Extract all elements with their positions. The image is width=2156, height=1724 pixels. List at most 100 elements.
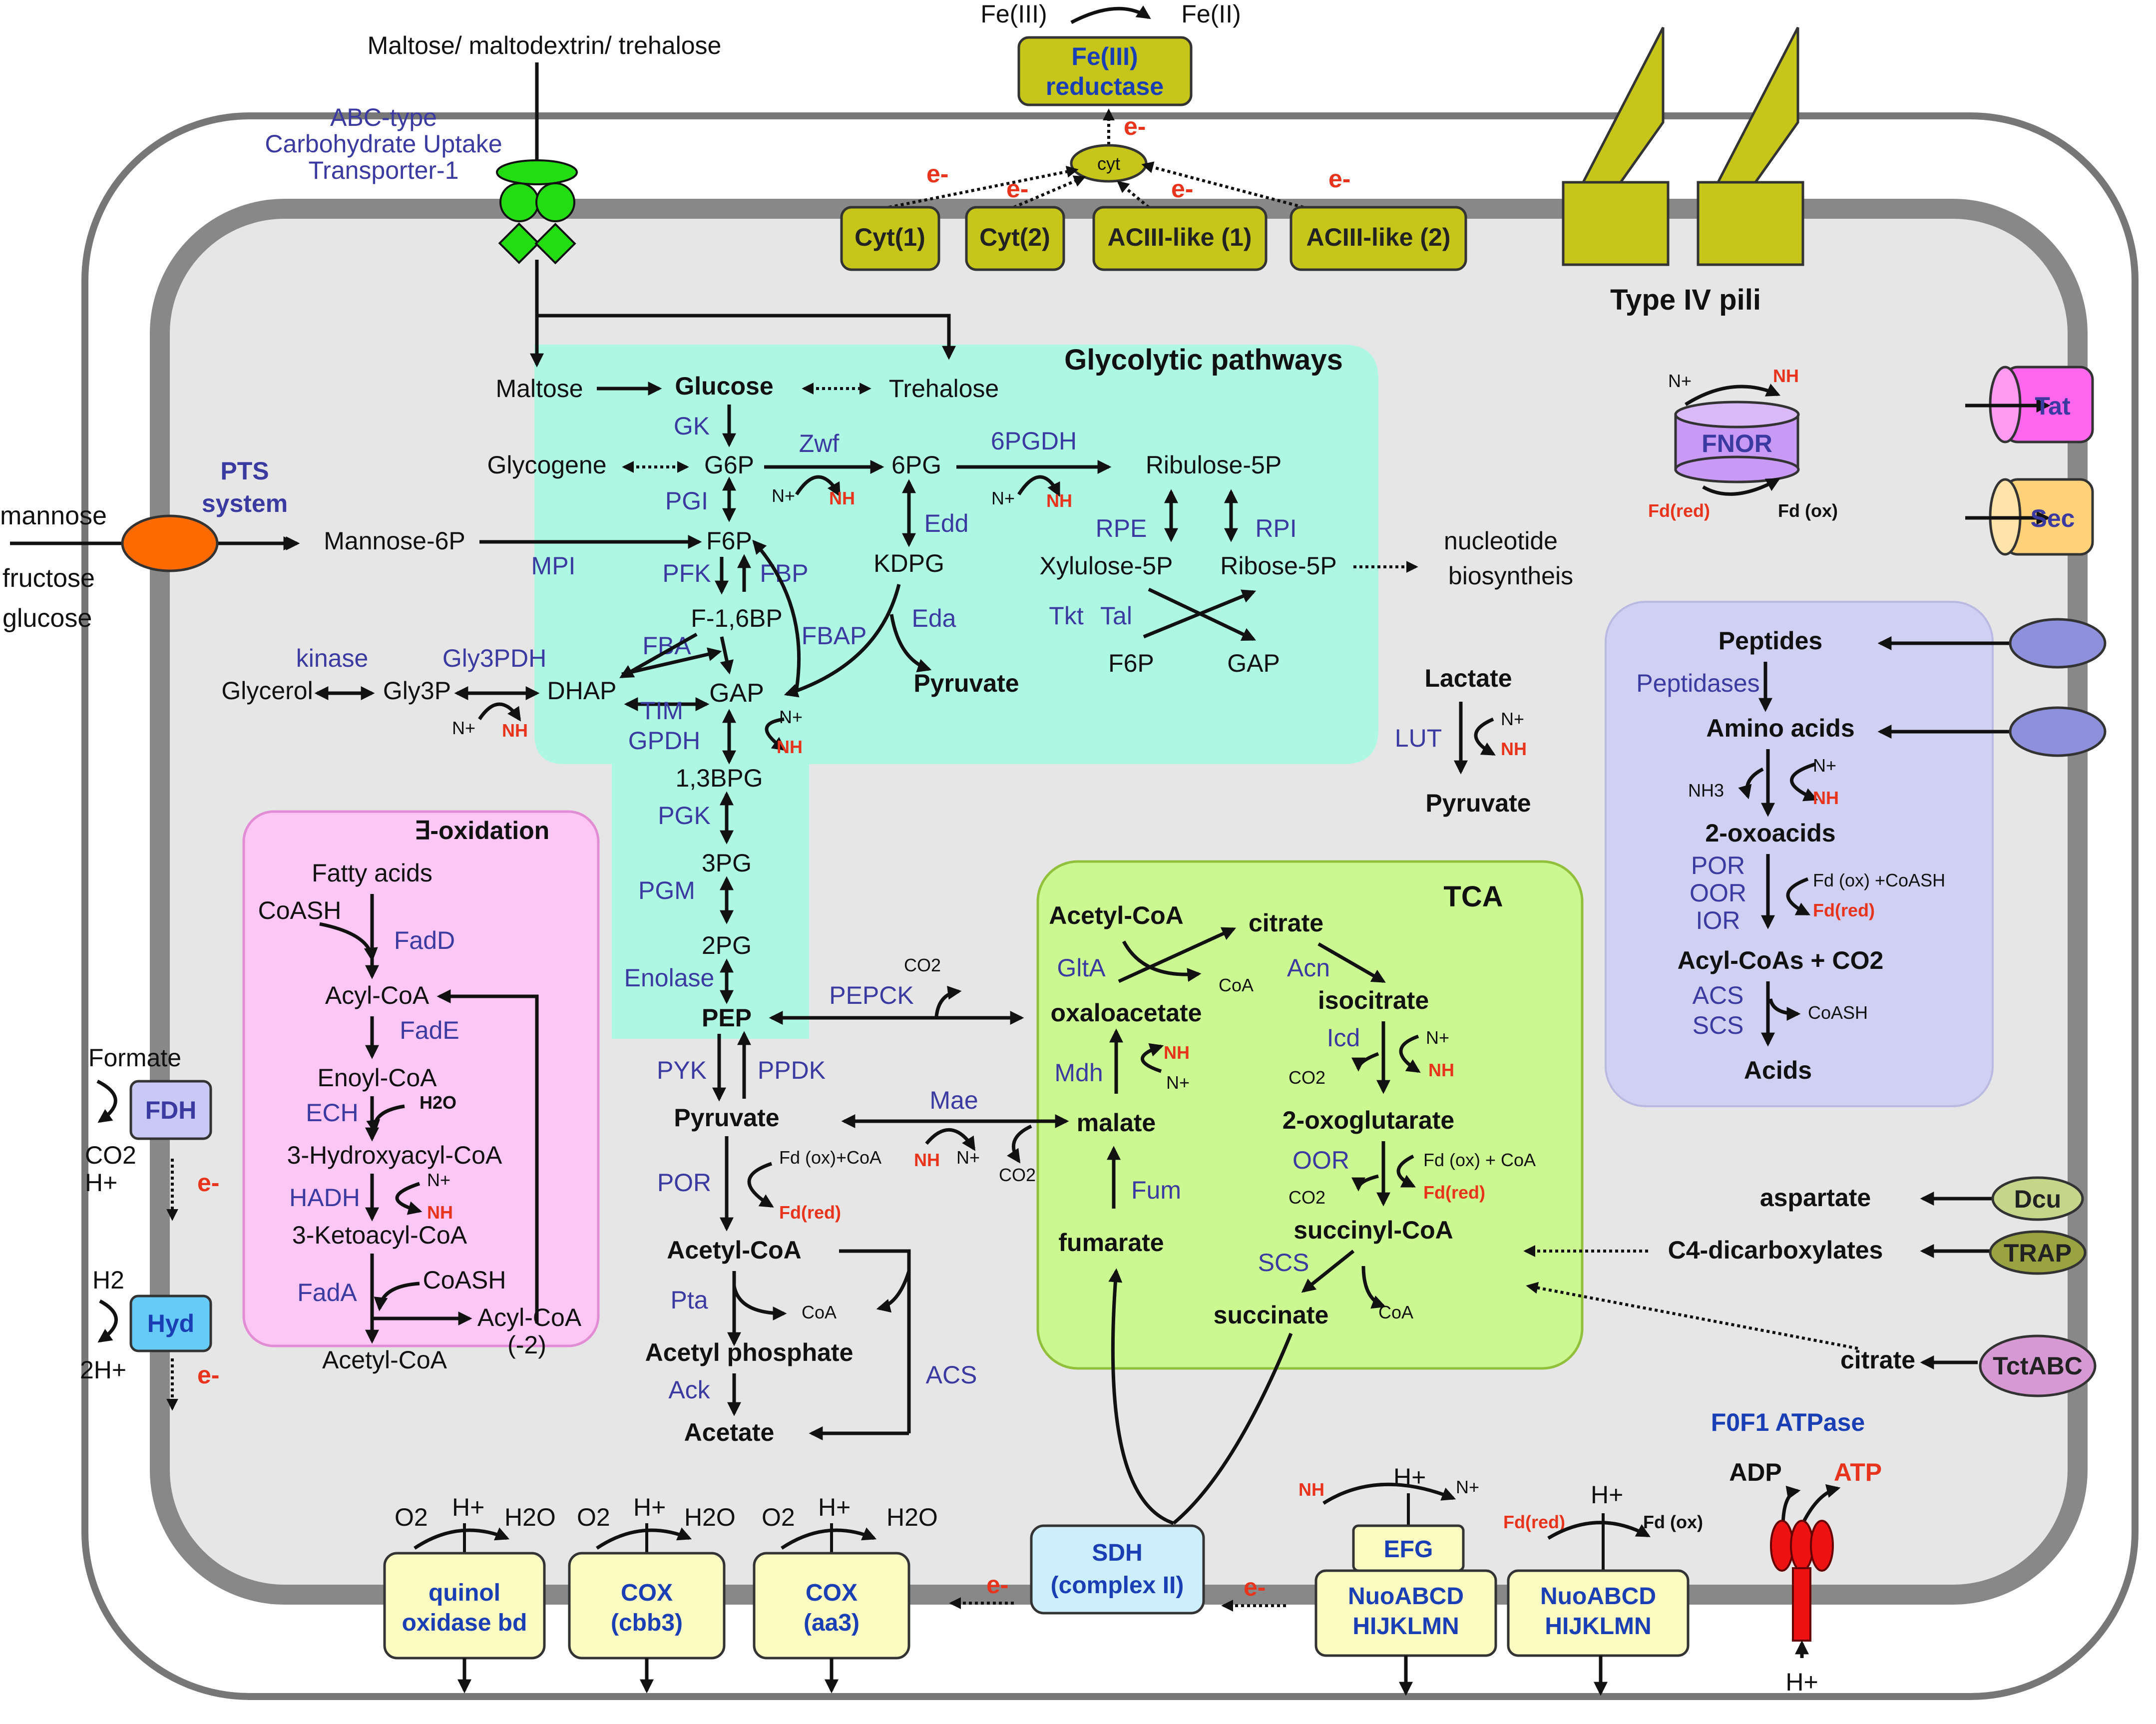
pgi: PGI — [665, 487, 708, 515]
hyd-box[interactable] — [129, 1294, 212, 1352]
pgm: PGM — [638, 876, 695, 904]
nh3-out — [1738, 767, 1764, 800]
fada: FadA — [297, 1279, 357, 1306]
trap-label: TRAP — [2004, 1239, 2072, 1267]
n-plus: N+ — [1426, 1027, 1449, 1048]
nuo-complex-2[interactable]: Fd(red) H+ Fd (ox) NuoABCD HIJKLMN — [1503, 1481, 1703, 1657]
icd: Icd — [1327, 1024, 1360, 1052]
quinol-oxidase[interactable]: O2 H+ H2O quinol oxidase bd — [383, 1493, 556, 1660]
abc-label-2: Carbohydrate Uptake — [265, 130, 502, 158]
gpdh-cofactor — [765, 717, 787, 751]
coash-beta: CoASH — [258, 896, 342, 924]
fd-red: Fd(red) — [779, 1202, 841, 1223]
n-plus: N+ — [1668, 371, 1692, 391]
abc-transporter[interactable] — [496, 159, 578, 265]
nh: NH — [914, 1150, 940, 1170]
ribose: Ribose-5P — [1220, 552, 1336, 580]
tkt-cross-2 — [1143, 589, 1257, 639]
enoyl: Enoyl-CoA — [318, 1064, 437, 1092]
keto: 3-Ketoacyl-CoA — [292, 1221, 467, 1249]
nuo-efg-complex[interactable]: NH H+ N+ EFG NuoABCD HIJKLMN — [1298, 1463, 1497, 1657]
gly3pdh: Gly3PDH — [442, 644, 546, 672]
acetylp: Acetyl phosphate — [645, 1338, 854, 1366]
tat-label: Tat — [2035, 392, 2071, 420]
quinol-label-2: oxidase bd — [402, 1610, 527, 1636]
cox-cbb3[interactable]: O2 H+ H2O COX (cbb3) — [568, 1493, 736, 1660]
fum: Fum — [1131, 1176, 1181, 1204]
kinase: kinase — [296, 644, 369, 672]
f16bp-gap — [720, 636, 734, 675]
amino-transporter[interactable] — [2009, 706, 2107, 757]
e-label: e- — [1006, 175, 1028, 203]
co2: CO2 — [904, 955, 941, 975]
kdpg-pyruvate — [889, 614, 932, 673]
acyl2-recycle — [436, 989, 539, 1323]
cox-aa3[interactable]: O2 H+ H2O COX (aa3) — [753, 1493, 938, 1660]
tctabc-transporter[interactable] — [1979, 1334, 2097, 1397]
n-plus: N+ — [956, 1147, 980, 1168]
peptide-transporter[interactable] — [2009, 618, 2107, 669]
nh: NH — [1046, 490, 1072, 511]
aciii1-box[interactable] — [1092, 206, 1268, 271]
h-plus: H+ — [633, 1493, 666, 1521]
type-iv-pili[interactable] — [1562, 26, 1804, 266]
pta: Pta — [670, 1286, 708, 1314]
atpase[interactable] — [1770, 1520, 1834, 1642]
n-plus: N+ — [1456, 1477, 1479, 1497]
fe2-label: Fe(II) — [1181, 0, 1241, 28]
lut: LUT — [1395, 724, 1442, 752]
ior-pep: IOR — [1696, 906, 1740, 934]
fnor-top-arrow — [1685, 384, 1781, 406]
aspartate: aspartate — [1760, 1184, 1871, 1212]
glycogene: Glycogene — [487, 451, 606, 479]
cyt1-label: Cyt(1) — [855, 223, 925, 251]
cyt2-label: Cyt(2) — [979, 223, 1050, 251]
6pgdh: 6PGDH — [991, 427, 1077, 455]
h-plus: H+ — [452, 1493, 484, 1521]
tim: TIM — [640, 697, 683, 725]
fdox-coa-tca: Fd (ox) + CoA — [1423, 1150, 1536, 1170]
scs-tca: SCS — [1258, 1249, 1309, 1277]
aciii1-label: ACIII-like (1) — [1108, 223, 1252, 251]
pili-label: Type IV pili — [1610, 284, 1761, 316]
fructose-ext: fructose — [2, 564, 95, 593]
rpi: RPI — [1255, 514, 1296, 542]
bpg: 1,3BPG — [675, 764, 763, 792]
enolase: Enolase — [624, 964, 715, 992]
aciii2-box[interactable] — [1290, 206, 1467, 271]
sdh-box[interactable] — [1030, 1524, 1205, 1615]
fnor-box[interactable] — [1674, 401, 1800, 483]
cyt2-box[interactable] — [965, 206, 1065, 271]
hyd-arrow — [97, 1299, 118, 1343]
glycerol: Glycerol — [221, 677, 313, 705]
trap-transporter[interactable] — [1989, 1230, 2087, 1275]
dcu-transporter[interactable] — [1991, 1176, 2084, 1221]
oor-co2 — [1351, 1174, 1379, 1192]
nh: NH — [1298, 1479, 1324, 1500]
gk: GK — [674, 412, 710, 440]
h-plus: H+ — [85, 1169, 117, 1197]
coa-out — [876, 1270, 911, 1313]
fdox-coash: Fd (ox) +CoASH — [1813, 870, 1945, 890]
por-cofactor — [747, 1162, 774, 1208]
ribulose: Ribulose-5P — [1146, 451, 1282, 479]
ack: Ack — [668, 1376, 710, 1404]
fd-ox: Fd (ox) — [1643, 1512, 1703, 1532]
mae-co2 — [1006, 1124, 1032, 1164]
fe-reductase-box[interactable] — [1017, 36, 1193, 106]
aa3-label-1: COX — [806, 1580, 858, 1606]
acetate: Acetate — [684, 1418, 775, 1446]
nh: NH — [829, 488, 855, 508]
cyt1-box[interactable] — [840, 206, 940, 271]
sec-label: Sec — [2031, 504, 2075, 532]
por-peptide-cofactor — [1786, 877, 1811, 916]
nuo2-reaction — [1547, 1521, 1651, 1540]
fdh-box[interactable] — [129, 1080, 212, 1140]
abc-label-3: Transporter-1 — [308, 156, 458, 184]
pts-transporter[interactable] — [121, 514, 219, 572]
cyt-label: cyt — [1097, 153, 1120, 174]
coash-pep: CoASH — [1808, 1002, 1868, 1023]
nucleotide-2: biosyntheis — [1448, 562, 1573, 590]
h-plus: H+ — [818, 1493, 851, 1521]
quinol-label-1: quinol — [429, 1580, 500, 1606]
